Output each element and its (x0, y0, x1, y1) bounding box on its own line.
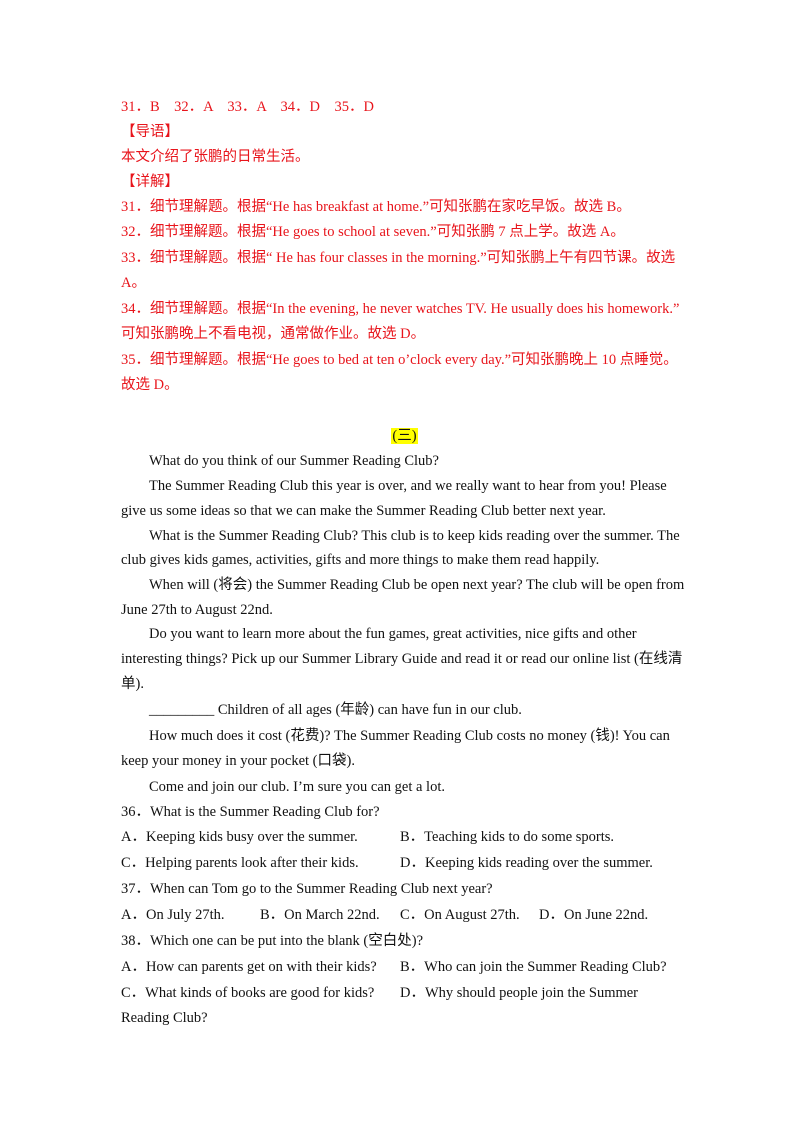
question-38-option-b: B．Who can join the Summer Reading Club? (400, 959, 667, 975)
passage-p3-line1: What is the Summer Reading Club? This cl… (149, 528, 680, 544)
passage-p7-line2: keep your money in your pocket (口袋). (121, 753, 355, 769)
passage-p4-line1: When will (将会) the Summer Reading Club b… (149, 577, 685, 593)
question-37-stem: 37．When can Tom go to the Summer Reading… (121, 881, 493, 897)
guide-text: 本文介绍了张鹏的日常生活。 (121, 149, 310, 165)
passage-p2-line2: give us some ideas so that we can make t… (121, 503, 606, 519)
question-37-option-a: A．On July 27th. (121, 907, 225, 923)
passage-p2-line1: The Summer Reading Club this year is ove… (149, 478, 667, 494)
question-38-option-a: A．How can parents get on with their kids… (121, 959, 377, 975)
question-38-option-c: C．What kinds of books are good for kids? (121, 985, 375, 1001)
question-37-option-b: B．On March 22nd. (260, 907, 380, 923)
question-38-stem: 38．Which one can be put into the blank (… (121, 933, 424, 949)
explanation-33-line2: A。 (121, 275, 146, 291)
passage-p8: Come and join our club. I’m sure you can… (149, 779, 445, 795)
section-heading: (三) (0, 426, 800, 446)
explanation-35-line1: 35．细节理解题。根据“He goes to bed at ten o’cloc… (121, 352, 678, 368)
question-36-stem: 36．What is the Summer Reading Club for? (121, 804, 380, 820)
passage-p3-line2: club gives kids games, activities, gifts… (121, 552, 600, 568)
question-36-option-c: C．Helping parents look after their kids. (121, 855, 359, 871)
passage-p7-line1: How much does it cost (花费)? The Summer R… (149, 728, 670, 744)
explanation-34-line1: 34．细节理解题。根据“In the evening, he never wat… (121, 301, 680, 317)
question-36-option-a: A．Keeping kids busy over the summer. (121, 829, 358, 845)
passage-title-line: What do you think of our Summer Reading … (149, 453, 439, 469)
answer-key: 31．B 32．A 33．A 34．D 35．D (121, 99, 374, 115)
question-36-option-d: D．Keeping kids reading over the summer. (400, 855, 653, 871)
explanation-32: 32．细节理解题。根据“He goes to school at seven.”… (121, 224, 625, 240)
passage-blank-line: _________ Children of all ages (年龄) can … (149, 702, 522, 718)
guide-label: 【导语】 (121, 124, 179, 140)
passage-p5-line1: Do you want to learn more about the fun … (149, 626, 637, 642)
explanation-31: 31．细节理解题。根据“He has breakfast at home.”可知… (121, 199, 631, 215)
explanation-34-line2: 可知张鹏晚上不看电视，通常做作业。故选 D。 (121, 326, 426, 342)
passage-p5-line2: interesting things? Pick up our Summer L… (121, 651, 683, 667)
question-38-option-d-line1: D．Why should people join the Summer (400, 985, 639, 1001)
detail-label: 【详解】 (121, 174, 179, 190)
question-37-option-c: C．On August 27th. (400, 907, 520, 923)
question-38-option-d-line2: Reading Club? (121, 1010, 208, 1026)
question-36-option-b: B．Teaching kids to do some sports. (400, 829, 615, 845)
section-heading-text: (三) (391, 428, 418, 444)
question-37-option-d: D．On June 22nd. (539, 907, 649, 923)
explanation-33-line1: 33．细节理解题。根据“ He has four classes in the … (121, 250, 676, 266)
passage-p4-line2: June 27th to August 22nd. (121, 602, 273, 618)
explanation-35-line2: 故选 D。 (121, 377, 179, 393)
passage-p5-line3: 单). (121, 676, 144, 692)
